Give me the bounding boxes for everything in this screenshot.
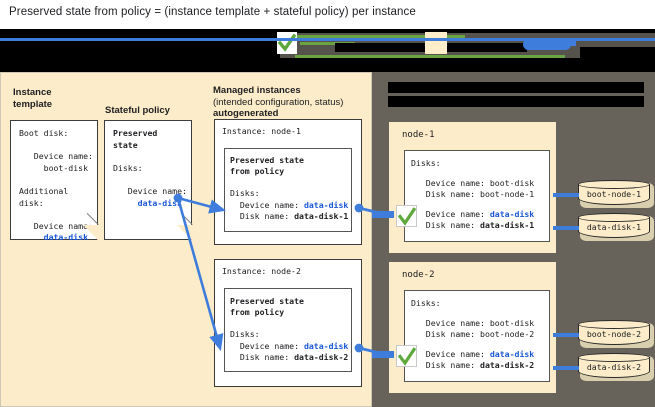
preserved-state-title-2a: Preserved state [230,296,304,306]
cylinder-label: data-disk-1 [586,222,642,232]
node-title-2: node-2 [402,270,435,280]
page-title: Preserved state from policy = (instance … [9,6,416,18]
heading-stateful-policy-line1: Stateful policy [105,105,170,116]
node-data-device-row-1: Device name: data-disk [411,209,534,221]
cylinder-top [578,353,650,362]
node-data-disk-row-1: Disk name: data-disk-1 [411,220,534,232]
preserved-state-box-2 [224,288,352,372]
disk-cylinder-data-disk-2: data-disk-2 [578,353,654,381]
preserved-state-disk-label-1: Disk name: [230,211,295,221]
connector-data-2 [553,366,579,370]
node-disks-box-1 [404,150,550,242]
cylinder-label: boot-node-2 [586,329,642,339]
stateful-policy-device-label: Device name: [113,185,187,196]
stateful-policy-disks-label: Disks: [113,162,143,173]
banner-redaction-2 [447,43,527,52]
card-dogear [177,225,192,240]
heading-managed-instances-line1: Managed instances [213,85,301,96]
preserved-state-disk-row-1: Disk name: data-disk-1 [230,211,348,223]
heading-stateful-policy: Stateful policy [105,105,170,117]
node-data-disk-label-1: Disk name: [411,220,481,230]
node-data-device-label-1: Device name: [411,209,490,219]
preserved-state-device-row-1: Device name: data-disk [230,200,348,212]
node-boot-device-2: Device name: boot-disk [411,318,535,328]
status-check-icon-2 [396,345,417,367]
preserved-state-box-1 [224,148,352,232]
banner-redaction-1 [335,43,425,52]
preserved-state-title-1b: from policy [230,166,285,176]
banner-blue-tail [558,41,576,46]
banner-check-icon [277,32,297,54]
disk-cylinder-data-disk-1: data-disk-1 [578,213,654,241]
instance-template-card: Boot disk: Device name: boot-disk Additi… [10,120,99,242]
banner-blue-blob [523,39,571,50]
node-title-1: node-1 [402,130,435,140]
node-boot-device-1: Device name: boot-disk [411,178,535,188]
preserved-state-disk-value-1: data-disk-1 [294,211,349,221]
right-panel-redaction-1 [388,82,644,93]
heading-instance-template-line1: Instance [13,87,52,98]
cylinder-top [578,180,650,189]
connector-boot-2 [553,333,579,337]
cylinder-label: data-disk-2 [586,362,642,372]
banner-green-bar-2 [295,55,565,58]
preserved-state-disks-label-2: Disks: [230,329,260,339]
instance-template-data-disk: data-disk [19,232,89,243]
disk-cylinder-boot-node-1: boot-node-1 [578,180,654,208]
preserved-state-title-1a: Preserved state [230,155,304,165]
node-disks-label-2: Disks: [411,298,441,308]
heading-managed-instances-line3: autogenerated [213,108,279,119]
disk-cylinder-boot-node-2: boot-node-2 [578,320,654,348]
stateful-policy-card: Preserved state Disks: Device name: data… [104,120,193,240]
node-data-disk-label-2: Disk name: [411,360,481,370]
heading-managed-instances: Managed instances (intended configuratio… [213,85,343,120]
node-data-disk-row-2: Disk name: data-disk-2 [411,360,534,372]
preserved-state-disk-row-2: Disk name: data-disk-2 [230,352,348,364]
status-check-icon-1 [396,205,417,227]
node-data-device-row-2: Device name: data-disk [411,349,534,361]
preserved-state-disk-label-2: Disk name: [230,352,295,362]
node-disks-label-1: Disks: [411,158,441,168]
heading-instance-template-line2: template [13,98,53,110]
banner-cream-block [425,32,447,54]
heading-instance-template: Instance template [13,87,52,110]
redacted-banner [0,29,655,72]
preserved-state-device-value-2: data-disk [303,341,349,351]
node-data-device-label-2: Device name: [411,349,490,359]
preserved-state-disk-value-2: data-disk-2 [294,352,349,362]
cylinder-top [578,320,650,329]
banner-green-bar-1 [295,35,465,40]
preserved-state-device-label-1: Device name: [230,200,304,210]
node-data-disk-value-1: data-disk-1 [480,220,535,230]
cylinder-label: boot-node-1 [586,189,642,199]
connector-boot-1 [553,193,579,197]
node-data-device-value-1: data-disk [489,209,535,219]
stateful-policy-device-value: data-disk [113,197,183,208]
banner-blue-rule [0,38,655,41]
node-boot-disk-2: Disk name: boot-node-2 [411,329,535,339]
cylinder-top [578,213,650,222]
preserved-state-device-row-2: Device name: data-disk [230,341,348,353]
node-disks-box-2 [404,290,550,382]
managed-instance-label-1: Instance: node-1 [222,126,301,136]
node-boot-disk-1: Disk name: boot-node-1 [411,189,535,199]
banner-green-bar-3 [300,42,355,45]
preserved-state-device-value-1: data-disk [303,200,349,210]
instance-template-lines: Boot disk: Device name: boot-disk Additi… [19,128,93,231]
heading-managed-instances-line2: (intended configuration, status) [213,96,344,108]
stateful-policy-heading-1: Preserved [113,128,158,138]
stateful-policy-heading-2: state [113,139,138,150]
managed-instance-label-2: Instance: node-2 [222,266,301,276]
card-dogear [83,225,98,240]
instance-template-card-body: Boot disk: Device name: boot-disk Additi… [11,121,97,251]
node-data-disk-value-2: data-disk-2 [480,360,535,370]
connector-data-1 [553,226,579,230]
preserved-state-device-label-2: Device name: [230,341,304,351]
preserved-state-title-2b: from policy [230,307,285,317]
stateful-policy-card-body: Preserved state Disks: Device name: data… [105,121,191,216]
right-panel-redaction-2 [388,96,644,107]
preserved-state-disks-label-1: Disks: [230,188,260,198]
node-data-device-value-2: data-disk [489,349,535,359]
